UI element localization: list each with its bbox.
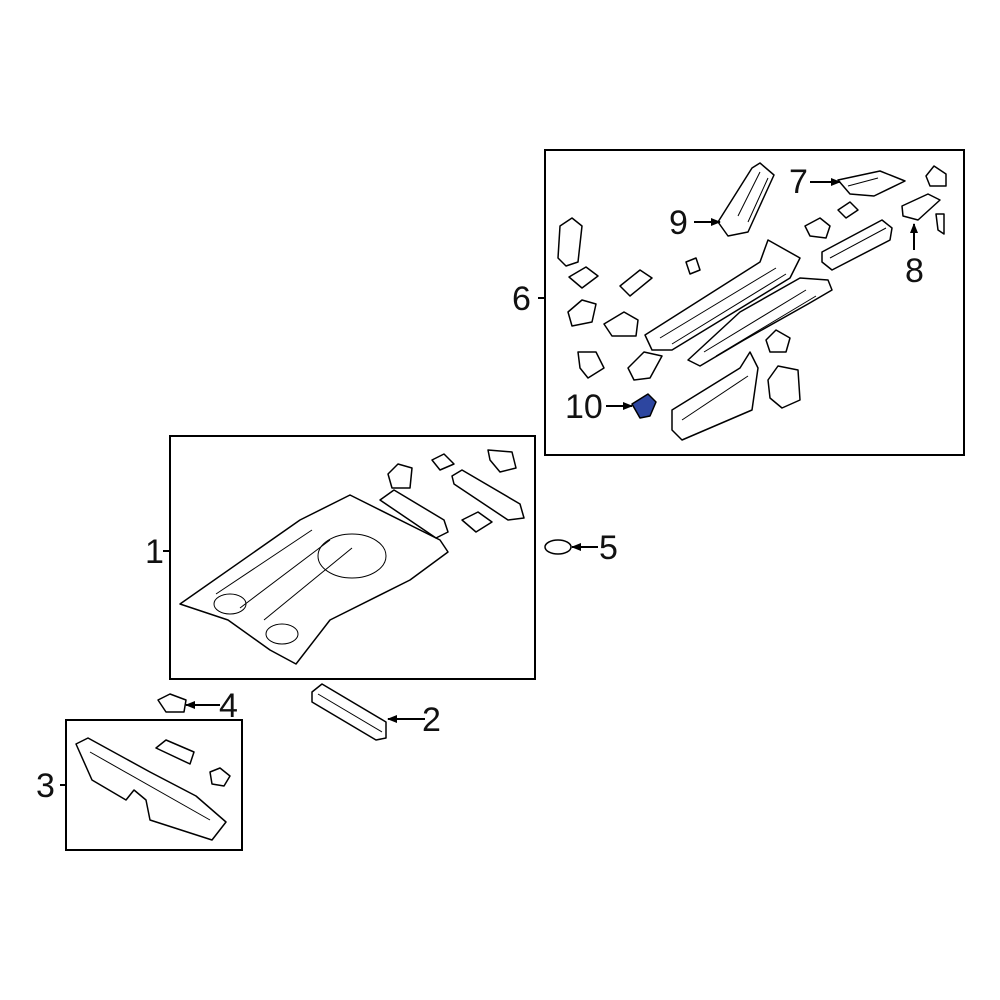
- callout-5[interactable]: 5: [599, 529, 618, 567]
- main-rail[interactable]: [644, 239, 801, 351]
- part-9-rail[interactable]: [717, 162, 775, 237]
- callout-6[interactable]: 6: [512, 280, 531, 318]
- small-clip-top-right[interactable]: [925, 165, 947, 187]
- callout-8[interactable]: 8: [905, 252, 924, 290]
- callout-10[interactable]: 10: [565, 388, 603, 426]
- group-3-small-parts[interactable]: [155, 739, 231, 787]
- support-post[interactable]: [767, 365, 801, 409]
- callout-2[interactable]: 2: [422, 701, 441, 739]
- callout-7[interactable]: 7: [789, 163, 808, 201]
- side-rail-right[interactable]: [821, 219, 893, 271]
- part-1-floor-pan[interactable]: [179, 494, 449, 665]
- part-3-crossmember[interactable]: [75, 737, 227, 841]
- part-8-bracket[interactable]: [901, 193, 945, 235]
- lower-rail[interactable]: [671, 351, 759, 441]
- callout-4[interactable]: 4: [219, 687, 238, 725]
- group-1-small-parts[interactable]: [379, 449, 525, 539]
- part-10-highlighted-bracket[interactable]: [631, 393, 657, 419]
- part-5-grommet[interactable]: [544, 539, 572, 555]
- part-7-bracket[interactable]: [837, 170, 906, 197]
- group-6-box[interactable]: [544, 149, 965, 456]
- part-4-plug[interactable]: [157, 693, 187, 713]
- small-clip-center[interactable]: [685, 257, 701, 275]
- callout-1[interactable]: 1: [145, 533, 164, 571]
- leader-lines: [60, 178, 918, 786]
- left-brackets[interactable]: [557, 217, 653, 379]
- callout-9[interactable]: 9: [669, 204, 688, 242]
- callout-3[interactable]: 3: [36, 767, 55, 805]
- small-clips-mid[interactable]: [804, 201, 859, 239]
- part-2-reinforcement[interactable]: [311, 683, 387, 741]
- group-1-box[interactable]: [169, 435, 536, 680]
- mid-small-parts[interactable]: [627, 329, 791, 381]
- diagonal-rail[interactable]: [687, 277, 833, 367]
